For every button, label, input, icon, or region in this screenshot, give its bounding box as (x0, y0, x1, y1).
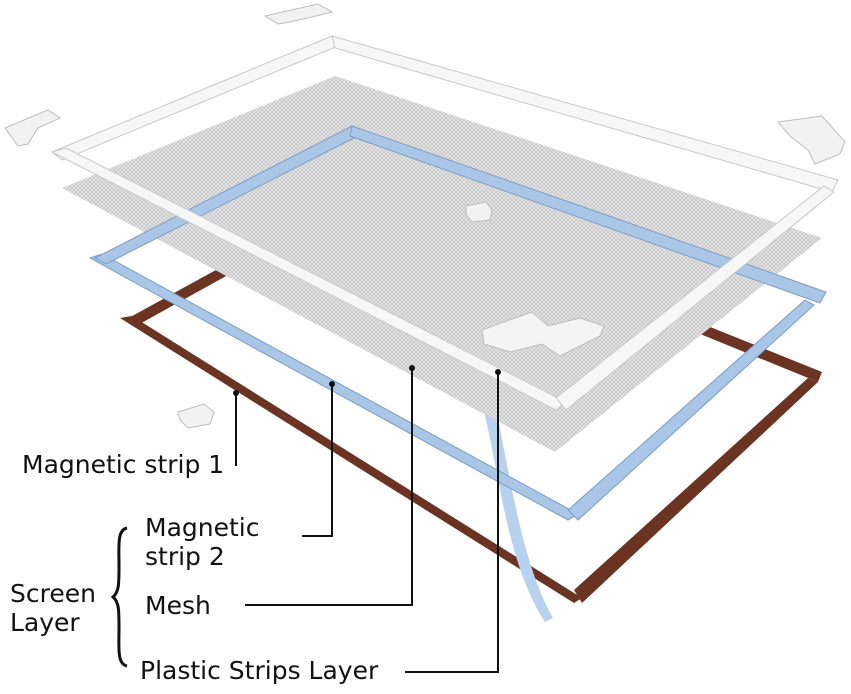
leader-lines (235, 368, 499, 673)
mesh-sheet (62, 76, 822, 452)
leader-magnetic-strip-2 (302, 384, 333, 537)
corner-piece-top (263, 3, 334, 25)
leader-dot-mesh (409, 365, 415, 371)
corner-piece-left (4, 109, 62, 147)
blue-strip-front-right (567, 299, 815, 521)
corner-pieces (4, 3, 846, 429)
corner-piece-center (481, 311, 605, 357)
screen-layer-brace (111, 526, 128, 668)
brown-strip-front-right (574, 378, 818, 603)
brown-strip-front-left (120, 316, 582, 603)
leader-plastic-strips (405, 372, 499, 673)
clip-piece-bottom (177, 403, 215, 429)
label-magnetic-strip-2-line1: Magnetic (145, 513, 260, 542)
leader-dots (233, 365, 501, 396)
label-plastic-strips-layer: Plastic Strips Layer (140, 656, 379, 685)
mesh-layer (62, 76, 822, 452)
leader-dot-magnetic-strip-1 (233, 390, 239, 396)
white-frame-front-right (555, 185, 835, 411)
label-magnetic-strip-2-line2: strip 2 (145, 542, 225, 571)
clip-piece-mesh (465, 201, 493, 223)
label-screen-layer-line2: Layer (10, 608, 80, 637)
white-plastic-frame (50, 35, 839, 411)
label-screen-layer-line1: Screen (10, 579, 96, 608)
corner-piece-right (777, 115, 846, 165)
leader-mesh (245, 368, 413, 606)
label-mesh: Mesh (145, 591, 211, 620)
leader-dot-magnetic-strip-2 (329, 381, 335, 387)
blue-strip-back-right (349, 125, 827, 304)
label-magnetic-strip-1: Magnetic strip 1 (22, 450, 225, 479)
blue-magnetic-strip-frame (88, 125, 827, 521)
leader-dot-plastic-strips (495, 369, 501, 375)
